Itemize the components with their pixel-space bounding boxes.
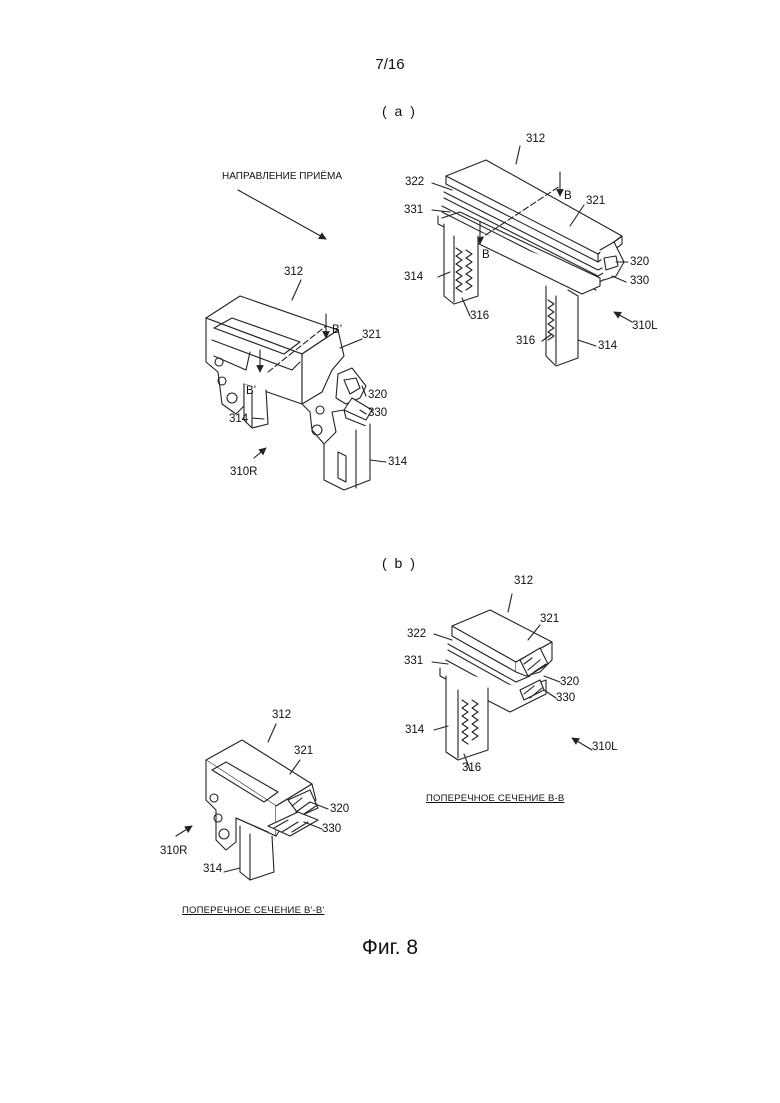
label-312-b-left: 312 — [272, 709, 291, 721]
caption-section-b-b: ПОПЕРЕЧНОЕ СЕЧЕНИЕ B-B — [426, 793, 564, 804]
label-b-top: B — [564, 190, 572, 202]
label-330-a-right: 330 — [630, 275, 649, 287]
figure-caption: Фиг. 8 — [330, 936, 450, 960]
label-320-a-left: 320 — [368, 389, 387, 401]
label-320-b-right: 320 — [560, 676, 579, 688]
label-330-b-left: 330 — [322, 823, 341, 835]
part-310r-a — [206, 280, 386, 490]
label-314-b-left: 314 — [203, 863, 222, 875]
label-b-prime-bottom: B’ — [246, 385, 256, 397]
label-310r-a: 310R — [230, 466, 258, 478]
label-320-a-right: 320 — [630, 256, 649, 268]
part-310l-a — [432, 146, 632, 366]
label-330-b-right: 330 — [556, 692, 575, 704]
label-321-b-right: 321 — [540, 613, 559, 625]
label-310l-b: 310L — [592, 741, 618, 753]
receiving-direction-arrow — [238, 190, 326, 239]
label-b-prime-top: B’ — [332, 324, 342, 336]
label-314-a-right-1: 314 — [404, 271, 423, 283]
label-316-b: 316 — [462, 762, 481, 774]
label-331-b: 331 — [404, 655, 423, 667]
direction-label: НАПРАВЛЕНИЕ ПРИЁМА — [222, 171, 342, 182]
label-316-a-2: 316 — [516, 335, 535, 347]
label-314-a-left-1: 314 — [229, 413, 248, 425]
caption-section-b-prime: ПОПЕРЕЧНОЕ СЕЧЕНИЕ B'-B' — [182, 905, 324, 916]
label-322-a: 322 — [405, 176, 424, 188]
label-314-a-right-2: 314 — [598, 340, 617, 352]
label-331-a: 331 — [404, 204, 423, 216]
label-314-a-left-2: 314 — [388, 456, 407, 468]
label-312-a-right: 312 — [526, 133, 545, 145]
label-312-b-right: 312 — [514, 575, 533, 587]
label-322-b: 322 — [407, 628, 426, 640]
label-310r-b: 310R — [160, 845, 188, 857]
label-330-a-left: 330 — [368, 407, 387, 419]
label-320-b-left: 320 — [330, 803, 349, 815]
page-number: 7/16 — [360, 56, 420, 73]
label-310l-a: 310L — [632, 320, 658, 332]
label-314-b-right: 314 — [405, 724, 424, 736]
label-312-a-left: 312 — [284, 266, 303, 278]
label-316-a-1: 316 — [470, 310, 489, 322]
panel-a-label: ( a ) — [382, 103, 417, 119]
label-321-b-left: 321 — [294, 745, 313, 757]
panel-b-label: ( b ) — [382, 555, 417, 571]
label-321-a-left: 321 — [362, 329, 381, 341]
label-b-bottom: B — [482, 249, 490, 261]
label-321-a-right: 321 — [586, 195, 605, 207]
